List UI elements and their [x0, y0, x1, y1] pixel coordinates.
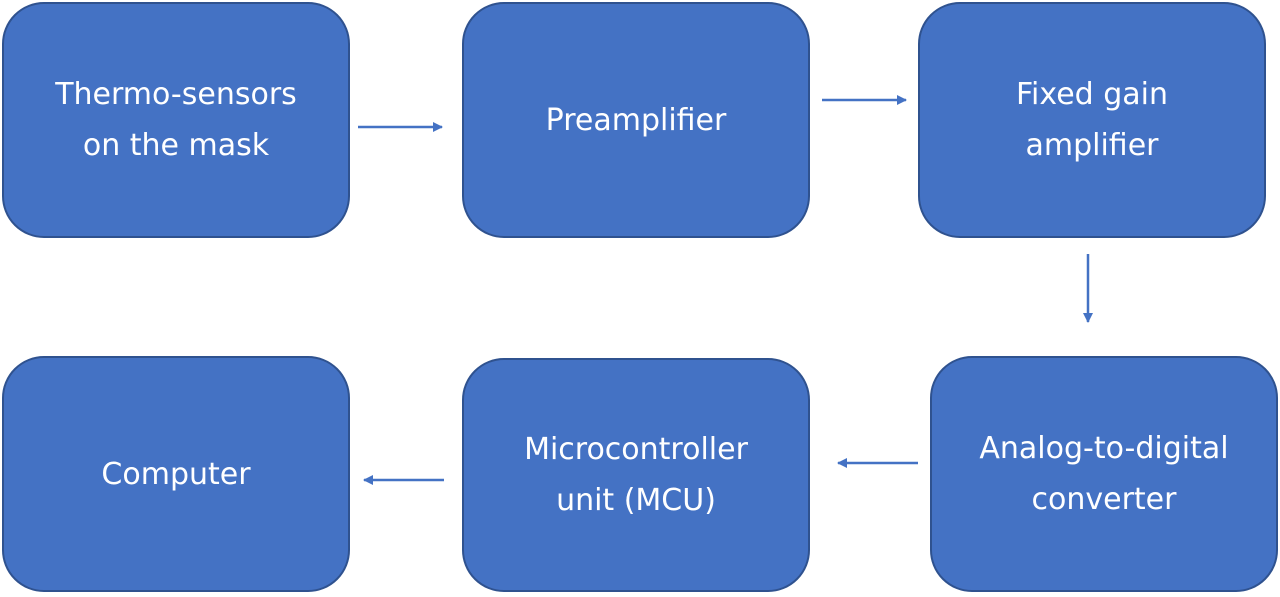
node-thermo-sensors: Thermo-sensors on the mask [2, 2, 350, 238]
node-microcontroller-unit-label: Microcontroller unit (MCU) [524, 432, 748, 518]
node-fixed-gain-amplifier-label: Fixed gain amplifier [1015, 77, 1169, 163]
node-fixed-gain-amplifier: Fixed gain amplifier [918, 2, 1266, 238]
node-analog-to-digital-converter-label: Analog-to-digital converter [979, 431, 1229, 517]
node-computer: Computer [2, 356, 350, 592]
node-preamplifier: Preamplifier [462, 2, 810, 238]
node-computer-label: Computer [101, 456, 251, 492]
node-thermo-sensors-label: Thermo-sensors on the mask [55, 77, 297, 163]
node-preamplifier-label: Preamplifier [545, 102, 727, 138]
node-analog-to-digital-converter: Analog-to-digital converter [930, 356, 1278, 592]
node-microcontroller-unit: Microcontroller unit (MCU) [462, 358, 810, 592]
